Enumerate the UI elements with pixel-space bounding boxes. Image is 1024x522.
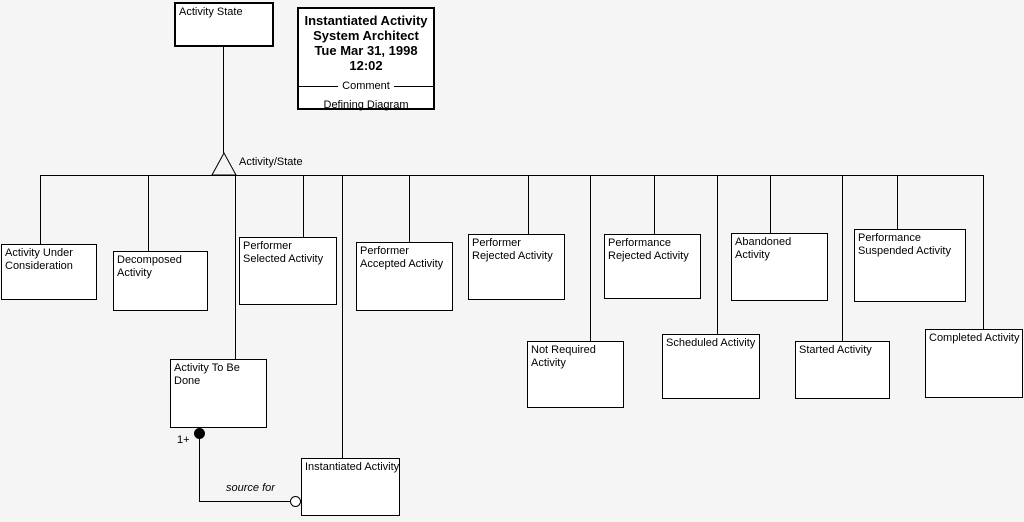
node-label-line1: Activity Under <box>5 247 73 259</box>
connector-drop-decomposed-activity <box>148 175 149 251</box>
junction-label: Activity/State <box>239 156 303 168</box>
filled-dot-terminator-icon <box>194 428 205 439</box>
node-activity-state[interactable]: Activity State <box>174 2 274 47</box>
node-label-line2: Accepted Activity <box>360 258 444 270</box>
title-line-tool: System Architect <box>313 28 419 43</box>
node-decomposed-activity[interactable]: Decomposed Activity <box>113 251 208 311</box>
node-label-line1: Performer <box>360 245 409 257</box>
node-label-line2: Consideration <box>5 260 73 272</box>
node-performance-suspended-activity[interactable]: Performance Suspended Activity <box>854 229 966 302</box>
cardinality-label: 1+ <box>177 434 190 446</box>
connector-drop-not-required <box>590 175 591 341</box>
node-label: Activity State <box>179 6 243 18</box>
divider-rule-right <box>393 86 433 87</box>
node-label-line1: Started Activity <box>799 344 872 356</box>
connector-drop-abandoned-activity <box>770 175 771 233</box>
node-label-line2: Selected Activity <box>243 253 324 265</box>
node-activity-to-be-done[interactable]: Activity To Be Done <box>170 359 267 428</box>
node-scheduled-activity[interactable]: Scheduled Activity <box>662 334 760 399</box>
connector-drop-performance-rejected <box>654 175 655 234</box>
connector-drop-completed-activity <box>983 175 984 329</box>
node-label-line1: Performer <box>243 240 292 252</box>
connector-drop-activity-to-be-done <box>235 175 236 359</box>
connector-relationship-vertical <box>199 439 200 502</box>
connector-drop-activity-under-consideration <box>40 175 41 244</box>
connector-drop-started-activity <box>842 175 843 341</box>
node-label-line1: Performance <box>858 232 921 244</box>
connector-drop-performer-selected <box>303 175 304 237</box>
node-label-line1: Performer <box>472 237 521 249</box>
node-label-line2: Activity <box>117 267 152 279</box>
connector-relationship-horizontal <box>199 501 291 502</box>
node-performance-rejected-activity[interactable]: Performance Rejected Activity <box>604 234 701 299</box>
node-label-line2: Rejected Activity <box>472 250 553 262</box>
junction-triangle-icon <box>211 151 237 176</box>
comment-label: Comment <box>342 80 390 92</box>
connector-bus <box>40 175 984 176</box>
node-label-line1: Decomposed <box>117 254 182 266</box>
title-line-date: Tue Mar 31, 1998 <box>314 43 418 58</box>
title-line-activity: Instantiated Activity <box>304 13 428 28</box>
open-dot-terminator-icon <box>290 496 301 507</box>
relationship-role-label: source for <box>226 482 275 494</box>
comment-divider: Comment <box>299 80 433 93</box>
connector-drop-performer-rejected <box>528 175 529 234</box>
node-performer-accepted-activity[interactable]: Performer Accepted Activity <box>356 242 453 311</box>
node-performer-selected-activity[interactable]: Performer Selected Activity <box>239 237 337 305</box>
node-activity-under-consideration[interactable]: Activity Under Consideration <box>1 244 97 300</box>
title-line-time: 12:02 <box>349 58 383 73</box>
connector-drop-performance-suspended <box>897 175 898 229</box>
title-block-text: Instantiated Activity System Architect T… <box>299 9 433 73</box>
node-completed-activity[interactable]: Completed Activity <box>925 329 1023 398</box>
defining-diagram-label: Defining Diagram <box>323 99 409 111</box>
node-label-line1: Abandoned <box>735 236 792 248</box>
node-label-line1: Not Required <box>531 344 596 356</box>
divider-rule-left <box>299 86 339 87</box>
node-label-line2: Done <box>174 375 201 387</box>
node-performer-rejected-activity[interactable]: Performer Rejected Activity <box>468 234 565 300</box>
connector-drop-scheduled-activity <box>717 175 718 334</box>
diagram-title-block[interactable]: Instantiated Activity System Architect T… <box>297 7 435 111</box>
node-instantiated-activity[interactable]: Instantiated Activity <box>301 458 400 516</box>
connector-parent-to-junction <box>223 47 224 153</box>
connector-drop-performer-accepted <box>409 175 410 242</box>
node-label-line1: Completed Activity <box>929 332 1020 344</box>
node-label-line2: Suspended Activity <box>858 245 951 257</box>
node-label-line1: Instantiated Activity <box>305 461 400 473</box>
node-abandoned-activity[interactable]: Abandoned Activity <box>731 233 828 301</box>
node-label-line2: Activity <box>531 357 566 369</box>
node-label-line2: Activity <box>735 249 770 261</box>
node-label-line1: Scheduled Activity <box>666 337 756 349</box>
node-label-line1: Performance <box>608 237 671 249</box>
node-not-required-activity[interactable]: Not Required Activity <box>527 341 624 408</box>
node-started-activity[interactable]: Started Activity <box>795 341 890 399</box>
node-label-line2: Rejected Activity <box>608 250 689 262</box>
node-label-line1: Activity To Be <box>174 362 240 374</box>
connector-drop-instantiated-activity <box>342 175 343 458</box>
